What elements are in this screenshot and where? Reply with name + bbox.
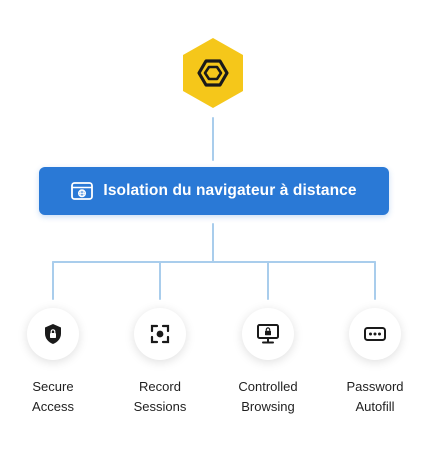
feature-label-line2: Browsing [241,399,295,414]
feature-label: Controlled Browsing [218,377,318,417]
feature-icon-circle [134,308,186,360]
feature-secure-access: Secure Access [3,308,103,417]
feature-label-line1: Secure [32,379,74,394]
feature-controlled-browsing: Controlled Browsing [218,308,318,417]
browser-window-icon [71,182,94,200]
feature-password-autofill: Password Autofill [325,308,425,417]
record-focus-icon [150,324,170,344]
feature-label-line1: Controlled [238,379,298,394]
feature-label-line1: Password [346,379,404,394]
feature-record-sessions: Record Sessions [110,308,210,417]
feature-label: Secure Access [3,377,103,417]
feature-icon-circle [242,308,294,360]
feature-label: Password Autofill [325,377,425,417]
feature-label-line2: Access [32,399,74,414]
hexagon-logo-icon [183,38,243,108]
feature-label-line2: Autofill [355,399,395,414]
monitor-lock-icon [257,324,279,344]
box-title: Isolation du navigateur à distance [103,182,357,199]
feature-icon-circle [349,308,401,360]
feature-label: Record Sessions [110,377,210,417]
feature-label-line1: Record [139,379,181,394]
remote-browser-isolation-box: Isolation du navigateur à distance [39,167,389,215]
password-dots-icon [364,327,386,341]
feature-label-line2: Sessions [133,399,187,414]
shield-lock-icon [45,324,61,344]
feature-icon-circle [27,308,79,360]
